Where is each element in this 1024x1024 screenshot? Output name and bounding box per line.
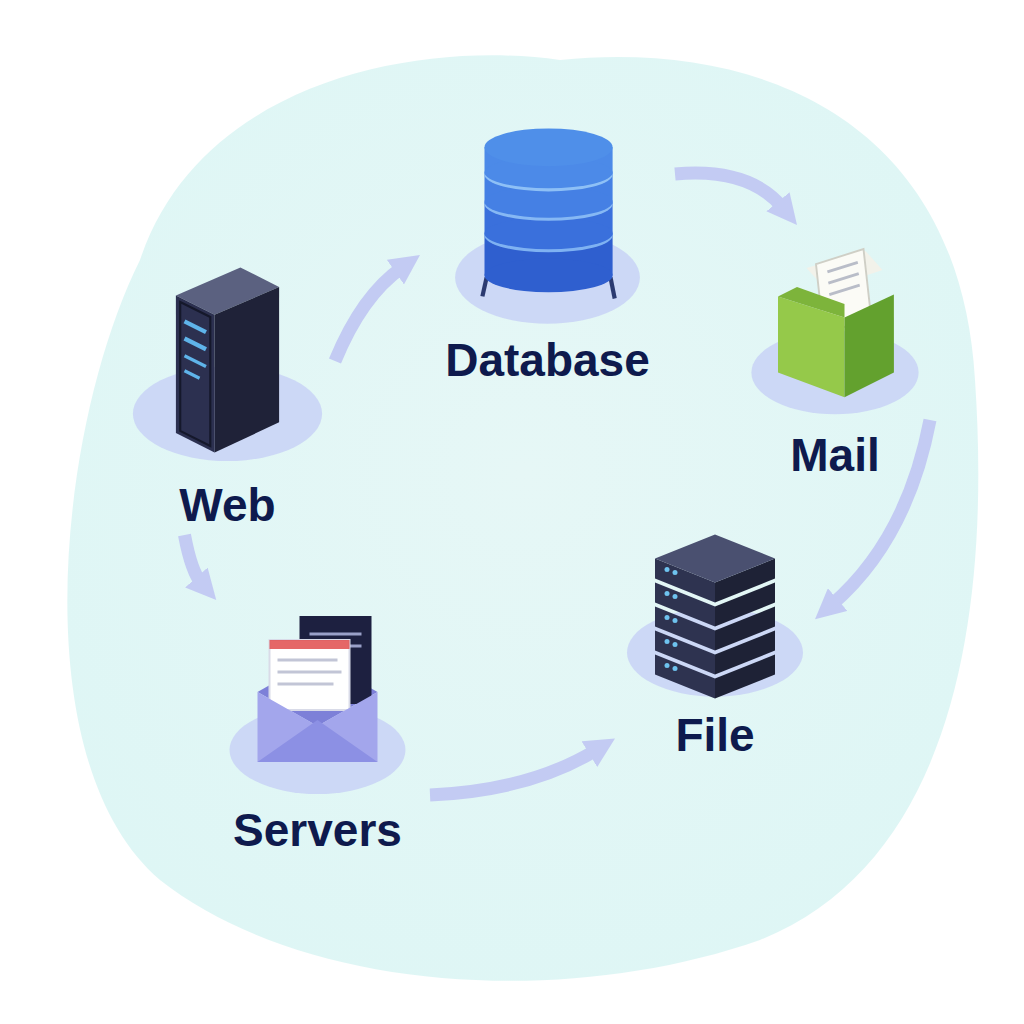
server-icon	[120, 245, 335, 475]
node-label: Database	[445, 330, 650, 390]
flow-arrow	[430, 750, 596, 795]
service-node: File	[615, 500, 815, 765]
flow-arrow	[675, 173, 783, 208]
service-node: Database	[420, 120, 675, 390]
node-label: File	[675, 705, 754, 765]
server-icon	[420, 120, 675, 330]
service-node: Servers	[205, 600, 430, 860]
server-icon	[205, 600, 430, 800]
flow-arrow	[335, 268, 402, 361]
node-label: Mail	[790, 425, 879, 485]
flow-arrow	[185, 535, 202, 584]
node-label: Web	[179, 475, 275, 535]
service-node: Web	[120, 245, 335, 535]
server-icon	[615, 500, 815, 705]
service-node: Mail	[740, 225, 930, 485]
node-label: Servers	[233, 800, 402, 860]
server-icon	[740, 225, 930, 425]
